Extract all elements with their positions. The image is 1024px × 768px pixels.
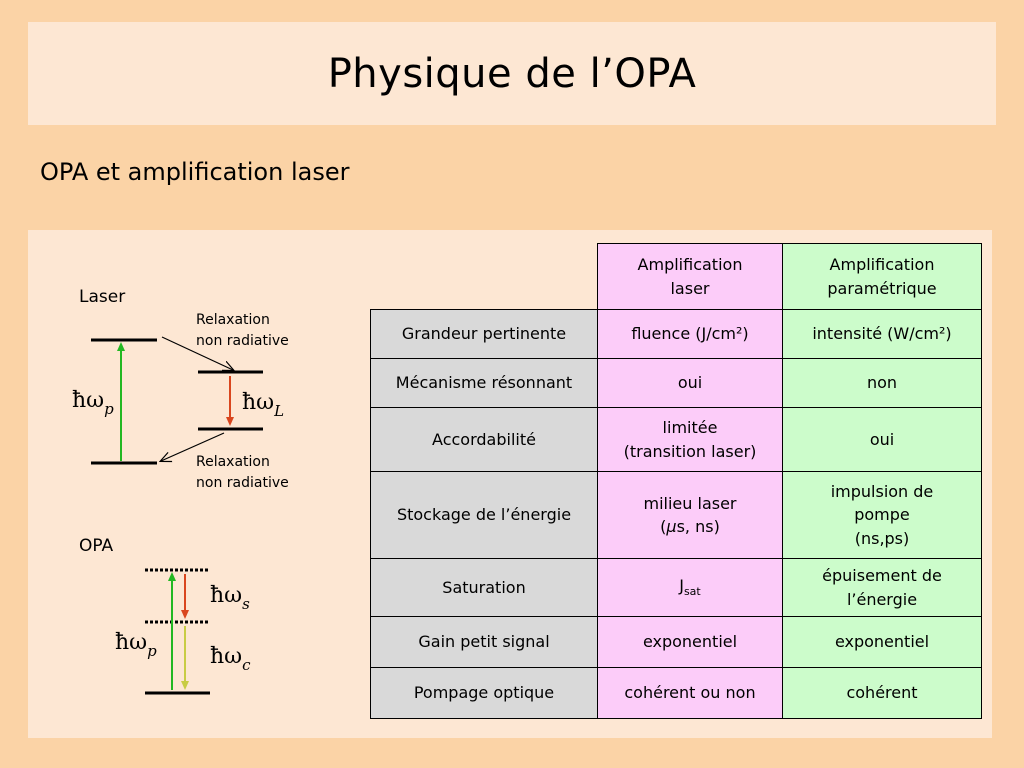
relaxation-top-arrow: [161, 336, 233, 370]
row-label: Accordabilité: [370, 407, 598, 472]
param-cell: intensité (W/cm²): [782, 309, 982, 359]
table-header-row: Amplification laser Amplification paramé…: [371, 243, 982, 310]
row-label: Gain petit signal: [370, 616, 598, 668]
laser-label: Laser: [79, 287, 126, 307]
param-cell: exponentiel: [782, 616, 982, 668]
laser-cell: milieu laser (μs, ns): [597, 471, 783, 559]
laser-cell: limitée (transition laser): [597, 407, 783, 472]
title-banner: Physique de l’OPA: [28, 22, 996, 125]
row-label: Mécanisme résonnant: [370, 358, 598, 408]
laser-cell: cohérent ou non: [597, 667, 783, 719]
hbar-omega-c: ħωc: [210, 644, 251, 674]
table-row: Mécanisme résonnant oui non: [370, 358, 982, 408]
row-label: Stockage de l’énergie: [370, 471, 598, 559]
hbar-omega-p-opa: ħωp: [115, 630, 157, 660]
param-cell: épuisement de l’énergie: [782, 558, 982, 617]
table-row: Saturation Jsat épuisement de l’énergie: [370, 558, 982, 617]
table-row: Stockage de l’énergie milieu laser (μs, …: [370, 471, 982, 559]
header-laser-amplification: Amplification laser: [597, 243, 783, 310]
param-cell: non: [782, 358, 982, 408]
header-parametric-amplification: Amplification paramétrique: [782, 243, 982, 310]
hbar-omega-L: ħωL: [242, 390, 285, 420]
hbar-omega-s: ħωs: [210, 583, 250, 613]
slide-title: Physique de l’OPA: [327, 50, 697, 97]
relaxation-top-text: Relaxation non radiative: [196, 312, 289, 349]
row-label: Saturation: [370, 558, 598, 617]
hbar-omega-p-laser: ħωp: [72, 388, 114, 418]
relaxation-bottom-text: Relaxation non radiative: [196, 454, 289, 491]
param-cell: oui: [782, 407, 982, 472]
laser-cell: oui: [597, 358, 783, 408]
table-row: Accordabilité limitée (transition laser)…: [370, 407, 982, 472]
row-label: Pompage optique: [370, 667, 598, 719]
laser-cell: fluence (J/cm²): [597, 309, 783, 359]
slide-subtitle: OPA et amplification laser: [40, 158, 350, 186]
header-empty-cell: [371, 244, 598, 310]
table-row: Pompage optique cohérent ou non cohérent: [370, 667, 982, 719]
param-cell: cohérent: [782, 667, 982, 719]
table-row: Grandeur pertinente fluence (J/cm²) inte…: [370, 309, 982, 359]
laser-cell: Jsat: [597, 558, 783, 617]
table-row: Gain petit signal exponentiel exponentie…: [370, 616, 982, 668]
laser-cell: exponentiel: [597, 616, 783, 668]
param-cell: impulsion de pompe (ns,ps): [782, 471, 982, 559]
comparison-table: Amplification laser Amplification paramé…: [370, 243, 982, 719]
row-label: Grandeur pertinente: [370, 309, 598, 359]
relaxation-bottom-arrow: [161, 432, 225, 461]
opa-label: OPA: [79, 536, 114, 556]
